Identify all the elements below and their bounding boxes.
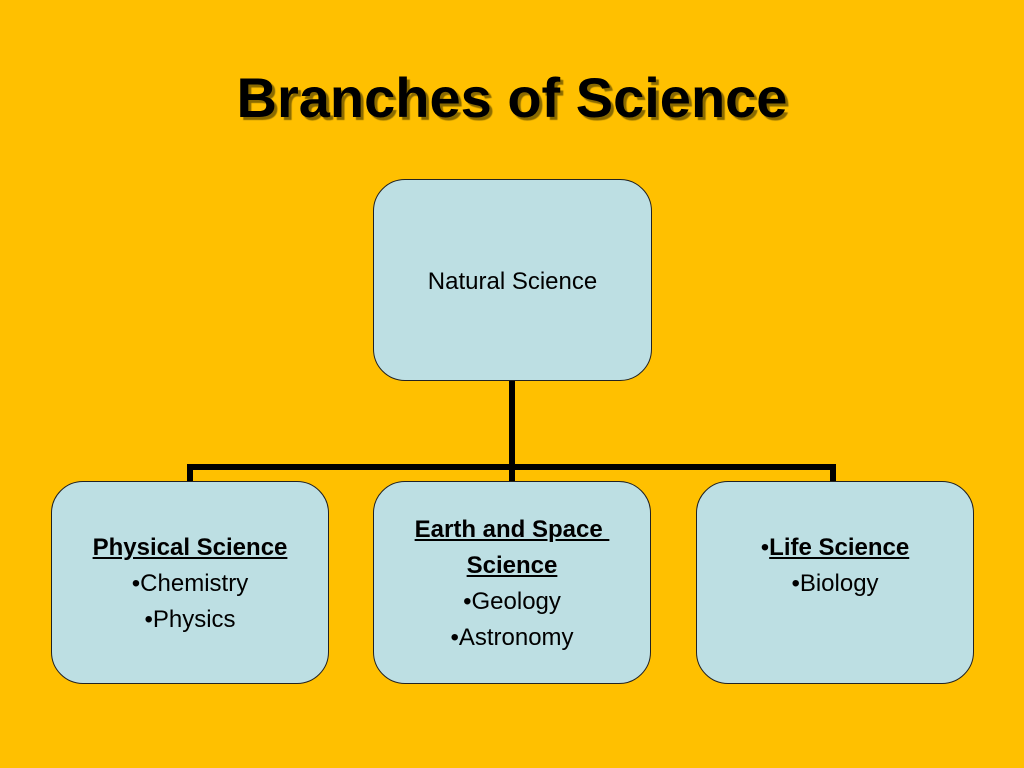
biology-item: •Biology: [791, 570, 879, 597]
geology-item: •Geology: [463, 588, 561, 615]
natural-science-node: Natural Science: [373, 179, 652, 381]
physical-science-node: Physical Science •Chemistry •Physics: [51, 481, 329, 684]
life-science-heading: Life Science: [769, 534, 910, 561]
life-science-bullet: •: [760, 534, 770, 561]
natural-science-label: Natural Science: [427, 268, 598, 295]
physical-science-heading: Physical Science: [92, 534, 288, 561]
earth-space-heading-line1: Earth and Space: [414, 516, 610, 543]
chemistry-item: •Chemistry: [131, 570, 249, 597]
astronomy-item: •Astronomy: [450, 624, 574, 651]
slide-title: Branches of Science: [236, 66, 788, 129]
earth-space-heading-line2: Science: [466, 552, 558, 579]
life-science-heading-row: •Life Science: [761, 530, 909, 566]
life-science-node: •Life Science •Biology: [696, 481, 974, 684]
physics-item: •Physics: [144, 606, 236, 633]
earth-space-science-node: Earth and Space Science •Geology •Astron…: [373, 481, 651, 684]
